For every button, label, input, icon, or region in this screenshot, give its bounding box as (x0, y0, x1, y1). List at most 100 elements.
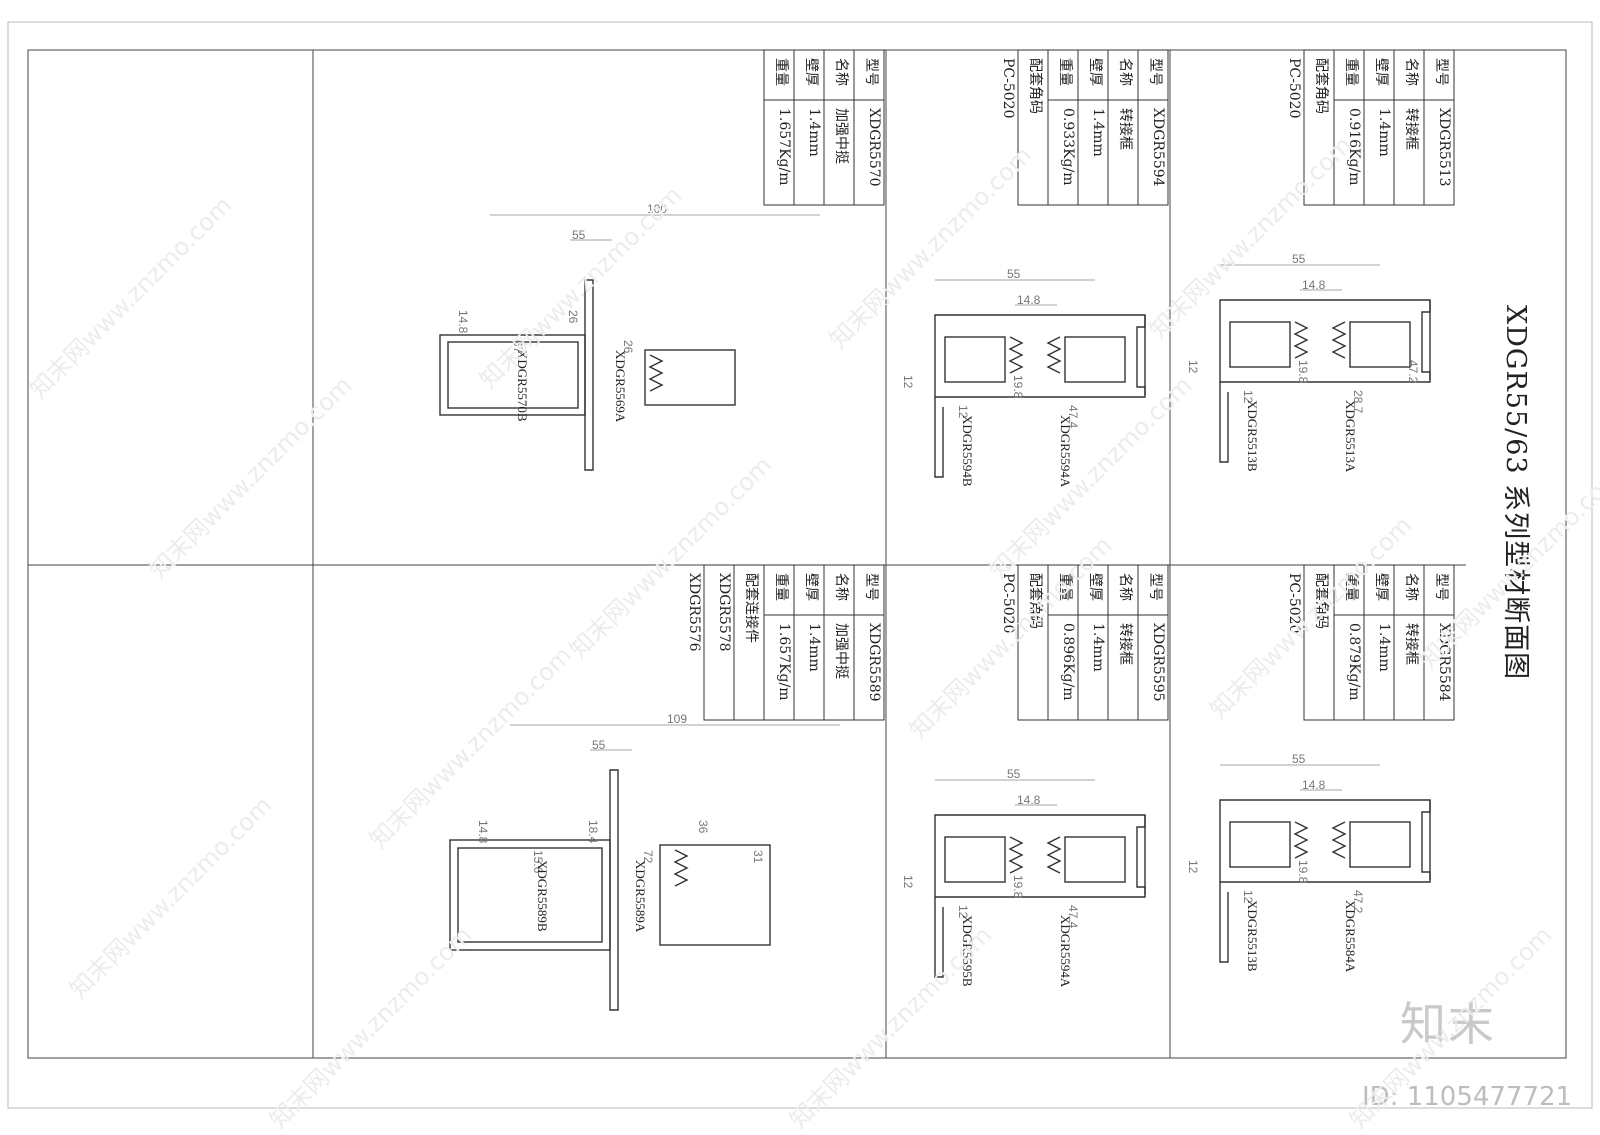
table-label-2: 壁厚 (1373, 58, 1389, 86)
profile-chamber (1349, 321, 1411, 368)
table-value-1: 加强中挺 (833, 623, 849, 679)
table-label-1: 名称 (1117, 58, 1133, 86)
part-label-a: XDGR5513A (1343, 400, 1358, 473)
table-label-2: 壁厚 (803, 58, 819, 86)
table-value-0: XDGR5589 (866, 623, 882, 702)
profile-section (1219, 299, 1431, 463)
dim-label-2: 12 (901, 875, 915, 889)
dim-label-0: 55 (1292, 752, 1306, 766)
profile-leg (1219, 382, 1229, 463)
page-title: XDGR55/63 系列型材断面图 (1500, 305, 1531, 681)
table-label-1: 名称 (833, 573, 849, 601)
thermal-break (648, 354, 664, 392)
table-value-3: 0.933Kg/m (1060, 108, 1076, 186)
table-value-accessory: PC-5020 (1286, 58, 1302, 119)
thermal-break (1008, 836, 1062, 874)
spec-table (1017, 564, 1169, 721)
table-value-0: XDGR5595 (1150, 623, 1166, 702)
table-label-1: 名称 (1403, 573, 1419, 601)
profile-section (439, 279, 736, 471)
profile-section (1219, 799, 1431, 963)
profile-chamber (944, 336, 1006, 383)
profile-chamber (1229, 321, 1291, 368)
table-value-3: 0.879Kg/m (1346, 623, 1362, 701)
part-label-a: XDGR5569A (613, 350, 628, 423)
table-value-2: 1.4mm (1090, 623, 1106, 672)
table-value-0: XDGR5513 (1436, 108, 1452, 187)
dim-label-2: 12 (1186, 360, 1200, 374)
dim-label-1: 14.8 (1017, 293, 1041, 307)
profile-chamber (1064, 336, 1126, 383)
table-value-1: 加强中挺 (833, 108, 849, 164)
dim-label-2: 14.8 (476, 820, 490, 844)
profile-outline (934, 314, 1146, 398)
part-label-b: XDGR5513B (1245, 900, 1260, 972)
table-label-2: 壁厚 (1373, 573, 1389, 601)
profile-leg (934, 397, 944, 478)
profile-box-inner (447, 341, 579, 409)
profile-section (449, 769, 771, 1011)
table-label-0: 型号 (863, 573, 879, 601)
dim-label-0: 55 (1007, 767, 1021, 781)
table-label-0: 型号 (1147, 573, 1163, 601)
table-value-2: 1.4mm (1376, 623, 1392, 672)
table-value-1: 转接框 (1117, 108, 1133, 150)
table-label-1: 名称 (833, 58, 849, 86)
table-label-1: 名称 (1403, 58, 1419, 86)
dim-label-1: 14.8 (1302, 278, 1326, 292)
table-value-1: 转接框 (1403, 108, 1419, 150)
part-label-a: XDGR5589A (633, 860, 648, 933)
table-label-0: 型号 (863, 58, 879, 86)
dim-label-4: 19.8 (1011, 875, 1025, 899)
table-value-3: 1.657Kg/m (776, 623, 792, 701)
table-value-0: XDGR5570 (866, 108, 882, 187)
spec-table (1017, 49, 1169, 206)
table-label-1: 名称 (1117, 573, 1133, 601)
profile-outline (1219, 299, 1431, 383)
spec-table (1303, 564, 1455, 721)
part-label-a: XDGR5584A (1343, 900, 1358, 973)
thermal-break (1008, 336, 1062, 374)
table-value-3: 1.657Kg/m (776, 108, 792, 186)
table-value-connector-0: XDGR5578 (716, 573, 732, 652)
dim-label-0: 55 (1007, 267, 1021, 281)
dim-label-1: 14.8 (1017, 793, 1041, 807)
profile-chamber (659, 844, 771, 946)
profile-outline (934, 814, 1146, 898)
table-label-0: 型号 (1433, 58, 1449, 86)
thermal-break (1293, 321, 1347, 359)
watermark-logo: 知末 (1400, 997, 1496, 1051)
dim-label-0: 109 (667, 712, 688, 726)
profile-web (609, 769, 619, 1011)
thermal-break (1293, 821, 1347, 859)
table-value-2: 1.4mm (806, 623, 822, 672)
part-label-a: XDGR5594A (1058, 915, 1073, 988)
table-value-connector-1: XDGR5576 (686, 573, 702, 652)
dim-label-6: 36 (696, 820, 710, 834)
watermark-id: ID: 1105477721 (1362, 1082, 1573, 1112)
table-value-3: 0.896Kg/m (1060, 623, 1076, 701)
dim-label-1: 14.8 (1302, 778, 1326, 792)
profile-chamber (1229, 821, 1291, 868)
thermal-break (673, 849, 689, 887)
profile-leg (934, 897, 944, 978)
table-label-3: 重量 (1057, 58, 1073, 86)
table-label-accessory: 配套角码 (1027, 58, 1043, 114)
dim-label-2: 14.8 (456, 310, 470, 334)
part-label-b: XDGR5513B (1245, 400, 1260, 472)
dim-label-0: 100 (647, 202, 668, 216)
dim-label-4: 19.8 (1296, 360, 1310, 384)
dim-label-1: 55 (572, 228, 586, 242)
profile-chamber (1349, 821, 1411, 868)
table-label-0: 型号 (1433, 573, 1449, 601)
profile-box (449, 839, 611, 951)
table-value-0: XDGR5594 (1150, 108, 1166, 187)
table-value-2: 1.4mm (1090, 108, 1106, 157)
profile-outline (1219, 799, 1431, 883)
table-label-0: 型号 (1147, 58, 1163, 86)
table-label-accessory: 配套角码 (1313, 58, 1329, 114)
table-label-2: 壁厚 (1087, 58, 1103, 86)
table-value-2: 1.4mm (1376, 108, 1392, 157)
table-label-3: 重量 (773, 58, 789, 86)
